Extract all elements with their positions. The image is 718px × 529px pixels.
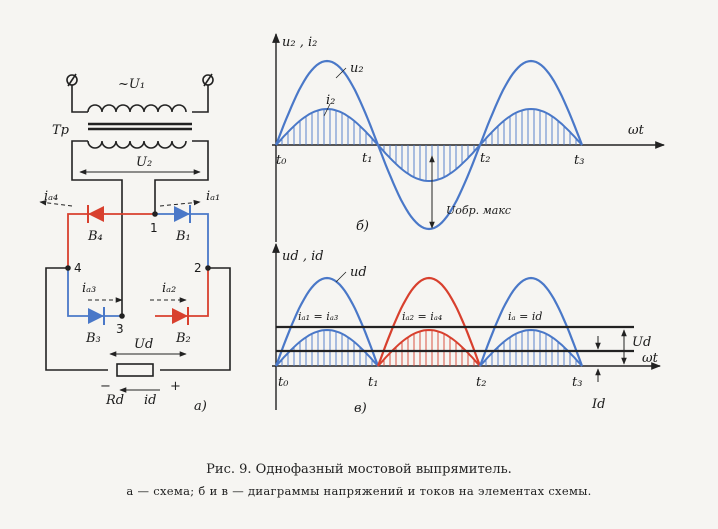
annotation-ia1-ia3: iₐ₁ = iₐ₃ <box>298 310 338 323</box>
current-ia1-label: iₐ₁ <box>206 189 220 204</box>
tick-b-t0: t₀ <box>276 153 287 168</box>
node-4-label: 4 <box>74 261 82 275</box>
node-4 <box>65 265 71 271</box>
annotation-ia2-ia4: iₐ₂ = iₐ₄ <box>402 310 442 323</box>
diagram-b-x-label: ωt <box>628 123 645 138</box>
tick-c-t3: t₃ <box>572 375 582 390</box>
id-half-wave <box>275 328 379 367</box>
node-1-label: 1 <box>150 221 158 235</box>
diode-b2-label: B₂ <box>175 331 191 346</box>
load-current-label: id <box>144 393 156 408</box>
tick-b-t3: t₃ <box>574 153 584 168</box>
id-half-wave <box>479 328 583 367</box>
diode-b1 <box>174 205 191 223</box>
id-avg-label: Id <box>591 397 605 412</box>
ac-source-label: ~U₁ <box>118 77 145 92</box>
node-1 <box>152 211 158 217</box>
circuit-schematic <box>39 73 231 393</box>
secondary-winding <box>87 140 187 149</box>
minus-label: − <box>100 379 111 394</box>
tick-c-t1: t₁ <box>368 375 378 390</box>
tick-c-t2: t₂ <box>476 375 486 390</box>
ud-half-wave <box>478 276 584 367</box>
primary-winding <box>87 104 187 113</box>
diagram-c-x-label: ωt <box>642 351 659 366</box>
diagram-c: ud , id ωt ud iₐ₁ = iₐ₃ iₐ₂ = iₐ₄ iₐ = i… <box>272 243 661 416</box>
diode-b1-label: B₁ <box>175 229 191 244</box>
current-hatch-b <box>281 109 577 181</box>
diode-b4-label: B₄ <box>87 229 103 244</box>
panel-a-label: а) <box>194 399 207 414</box>
tick-c-t0: t₀ <box>278 375 289 390</box>
secondary-voltage-label: U₂ <box>136 155 152 170</box>
node-2 <box>205 265 211 271</box>
load-resistor-label: Rd <box>105 393 124 408</box>
load-resistor <box>116 363 154 377</box>
panel-b-label: б) <box>356 219 369 234</box>
load-voltage-label: Ud <box>134 337 153 352</box>
reverse-voltage-label: Uобр. макс <box>446 204 511 217</box>
current-ia3-label: iₐ₃ <box>82 281 96 296</box>
figure-caption-title: Рис. 9. Однофазный мостовой выпрямитель. <box>206 462 512 477</box>
u2-label: u₂ <box>350 61 364 76</box>
u2-curve <box>274 59 584 231</box>
tick-b-t1: t₁ <box>362 151 372 166</box>
diode-b3 <box>88 307 105 325</box>
annotation-ia-id: iₐ = id <box>508 310 542 323</box>
ud-avg-label: Ud <box>632 335 651 350</box>
node-3-label: 3 <box>116 322 124 336</box>
diode-b4 <box>87 205 104 223</box>
ud-half-wave <box>376 276 482 367</box>
diode-b3-label: B₃ <box>85 331 101 346</box>
diode-b2 <box>172 307 189 325</box>
id-half-wave <box>377 328 481 367</box>
figure-caption-subtitle: а — схема; б и в — диаграммы напряжений … <box>126 484 592 498</box>
diagram-c-y-label: ud , id <box>282 249 324 264</box>
current-ia4-label: iₐ₄ <box>44 189 58 204</box>
ud-half-wave <box>274 276 380 367</box>
node-3 <box>119 313 125 319</box>
current-hatch-c <box>281 330 577 366</box>
panel-c-label: в) <box>354 401 367 416</box>
plus-label: + <box>170 379 181 394</box>
diagram-b-y-label: u₂ , i₂ <box>282 35 317 50</box>
tick-b-t2: t₂ <box>480 151 490 166</box>
diagram-b: u₂ , i₂ ωt u₂ i₂ t₀ t₁ t₂ t₃ Uобр. макс … <box>272 33 665 242</box>
i2-label: i₂ <box>326 93 335 108</box>
node-2-label: 2 <box>194 261 202 275</box>
i2-curve <box>275 107 583 183</box>
transformer-label: Тр <box>52 123 70 138</box>
ud-label: ud <box>350 265 367 280</box>
current-ia2-label: iₐ₂ <box>162 281 176 296</box>
